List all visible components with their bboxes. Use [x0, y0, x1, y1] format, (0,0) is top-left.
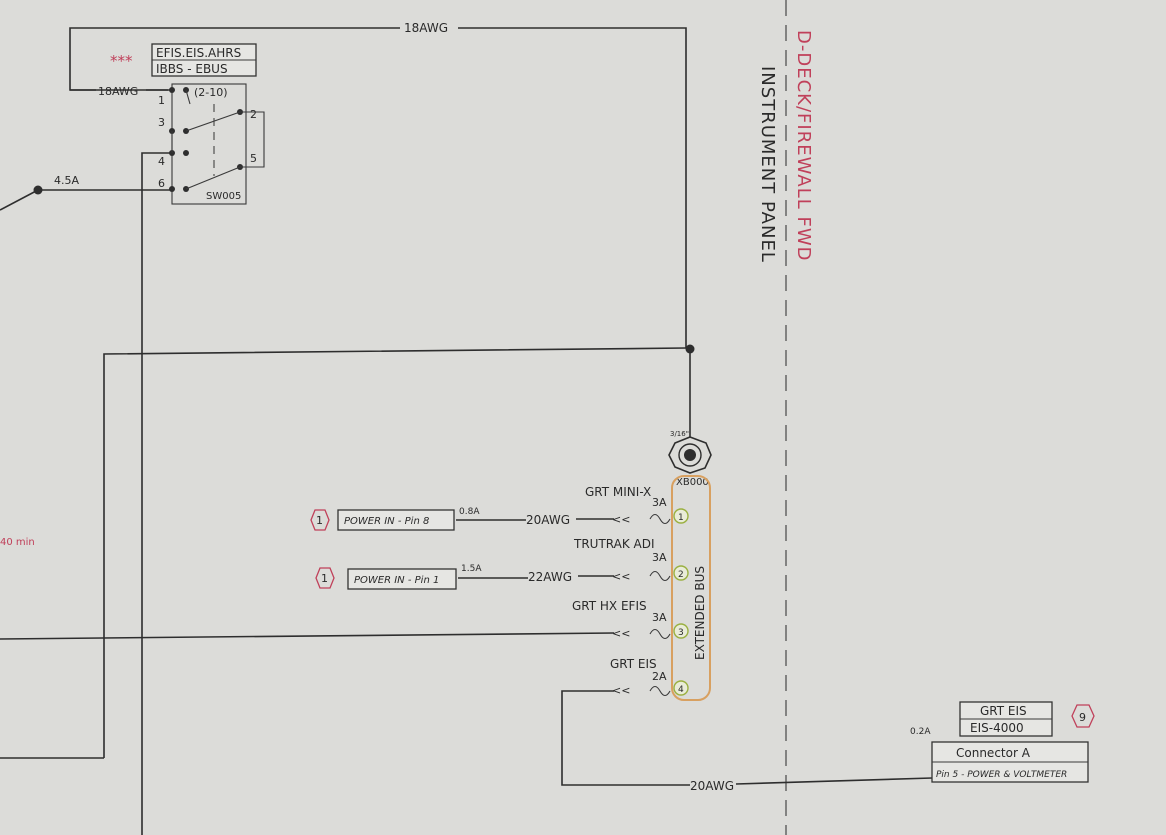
- feed-wires: 4.5A 40 min: [0, 152, 695, 835]
- pin-2: 2: [250, 108, 257, 121]
- feed-current: 4.5A: [54, 174, 79, 187]
- fuse-grt-hx-efis[interactable]: GRT HX EFIS 3A 3 <<: [572, 599, 689, 640]
- fuse-name: GRT HX EFIS: [572, 599, 647, 613]
- svg-text:<<: <<: [612, 684, 630, 697]
- fuse-rating: 2A: [652, 670, 667, 683]
- pin-5: 5: [250, 152, 257, 165]
- extended-bus: EXTENDED BUS: [671, 475, 711, 701]
- top-loop-wire: 18AWG 18AWG: [69, 21, 687, 348]
- eis-title-line1: GRT EIS: [980, 704, 1027, 718]
- fuse-current: 0.8A: [459, 507, 480, 517]
- fuse-name: TRUTRAK ADI: [573, 537, 655, 551]
- ref-number: 1: [321, 572, 328, 585]
- switch-asterisks: ***: [110, 52, 133, 70]
- fuse-slot: 2: [678, 570, 684, 580]
- fuse-name: GRT MINI-X: [585, 485, 651, 499]
- eis-current: 0.2A: [910, 727, 931, 737]
- svg-text:<<: <<: [612, 627, 630, 640]
- fuse-wire: 20AWG: [526, 513, 570, 527]
- fuse-rating: 3A: [652, 496, 667, 509]
- ref-number: 1: [316, 514, 323, 527]
- extended-bus-label: EXTENDED BUS: [693, 566, 707, 660]
- fuse-wire: 22AWG: [528, 570, 572, 584]
- load-label: POWER IN - Pin 1: [354, 575, 439, 586]
- instrument-panel-label: INSTRUMENT PANEL: [757, 66, 778, 263]
- pin-1: 1: [158, 94, 165, 107]
- bus-connector-tag: 3/16": [670, 430, 689, 438]
- fuse-rating: 3A: [652, 611, 667, 624]
- switch-id: SW005: [206, 191, 241, 202]
- fuse-grt-mini-x[interactable]: GRT MINI-X 3A 1 << 20AWG 0.8A POWER IN -…: [310, 485, 689, 531]
- bus-id: XB000: [676, 477, 709, 488]
- svg-text:<<: <<: [612, 570, 630, 583]
- top-wire-gauge: 18AWG: [404, 21, 448, 35]
- pin-6: 6: [158, 177, 165, 190]
- load-label: POWER IN - Pin 8: [344, 516, 429, 527]
- fuse-current: 1.5A: [461, 564, 482, 574]
- bus-connector-xb000[interactable]: 3/16" XB000: [668, 349, 712, 488]
- eis-4000[interactable]: 20AWG 0.2A GRT EIS EIS-4000 9 Connector …: [690, 701, 1095, 793]
- loop-wire-gauge: 18AWG: [98, 85, 138, 98]
- svg-text:<<: <<: [612, 513, 630, 526]
- eis-title-line2: EIS-4000: [970, 721, 1024, 735]
- fuse-slot: 3: [678, 628, 684, 638]
- eis-pin: Pin 5 - POWER & VOLTMETER: [936, 770, 1067, 780]
- pin-3: 3: [158, 116, 165, 129]
- eis-ref: 9: [1079, 711, 1086, 724]
- switch-range: (2-10): [194, 86, 228, 99]
- eis-wire: 20AWG: [690, 779, 734, 793]
- fuse-trutrak-adi[interactable]: TRUTRAK ADI 3A 2 << 22AWG 1.5A POWER IN …: [315, 537, 689, 590]
- fuse-name: GRT EIS: [610, 657, 657, 671]
- eis-connector: Connector A: [956, 746, 1031, 760]
- switch-sw005[interactable]: *** EFIS.EIS.AHRS IBBS - EBUS (2-10) SW0…: [110, 43, 265, 205]
- left-note: 40 min: [0, 537, 35, 548]
- firewall-label: D-DECK/FIREWALL FWD: [793, 30, 814, 261]
- fuse-slot: 4: [678, 685, 684, 695]
- fuse-slot: 1: [678, 513, 684, 523]
- switch-label-line1: EFIS.EIS.AHRS: [156, 46, 241, 60]
- boundaries: INSTRUMENT PANEL D-DECK/FIREWALL FWD: [757, 0, 814, 835]
- switch-label-line2: IBBS - EBUS: [156, 62, 228, 76]
- fuse-grt-eis[interactable]: GRT EIS 2A 4 <<: [561, 657, 690, 786]
- pin-4: 4: [158, 155, 165, 168]
- fuse-rating: 3A: [652, 551, 667, 564]
